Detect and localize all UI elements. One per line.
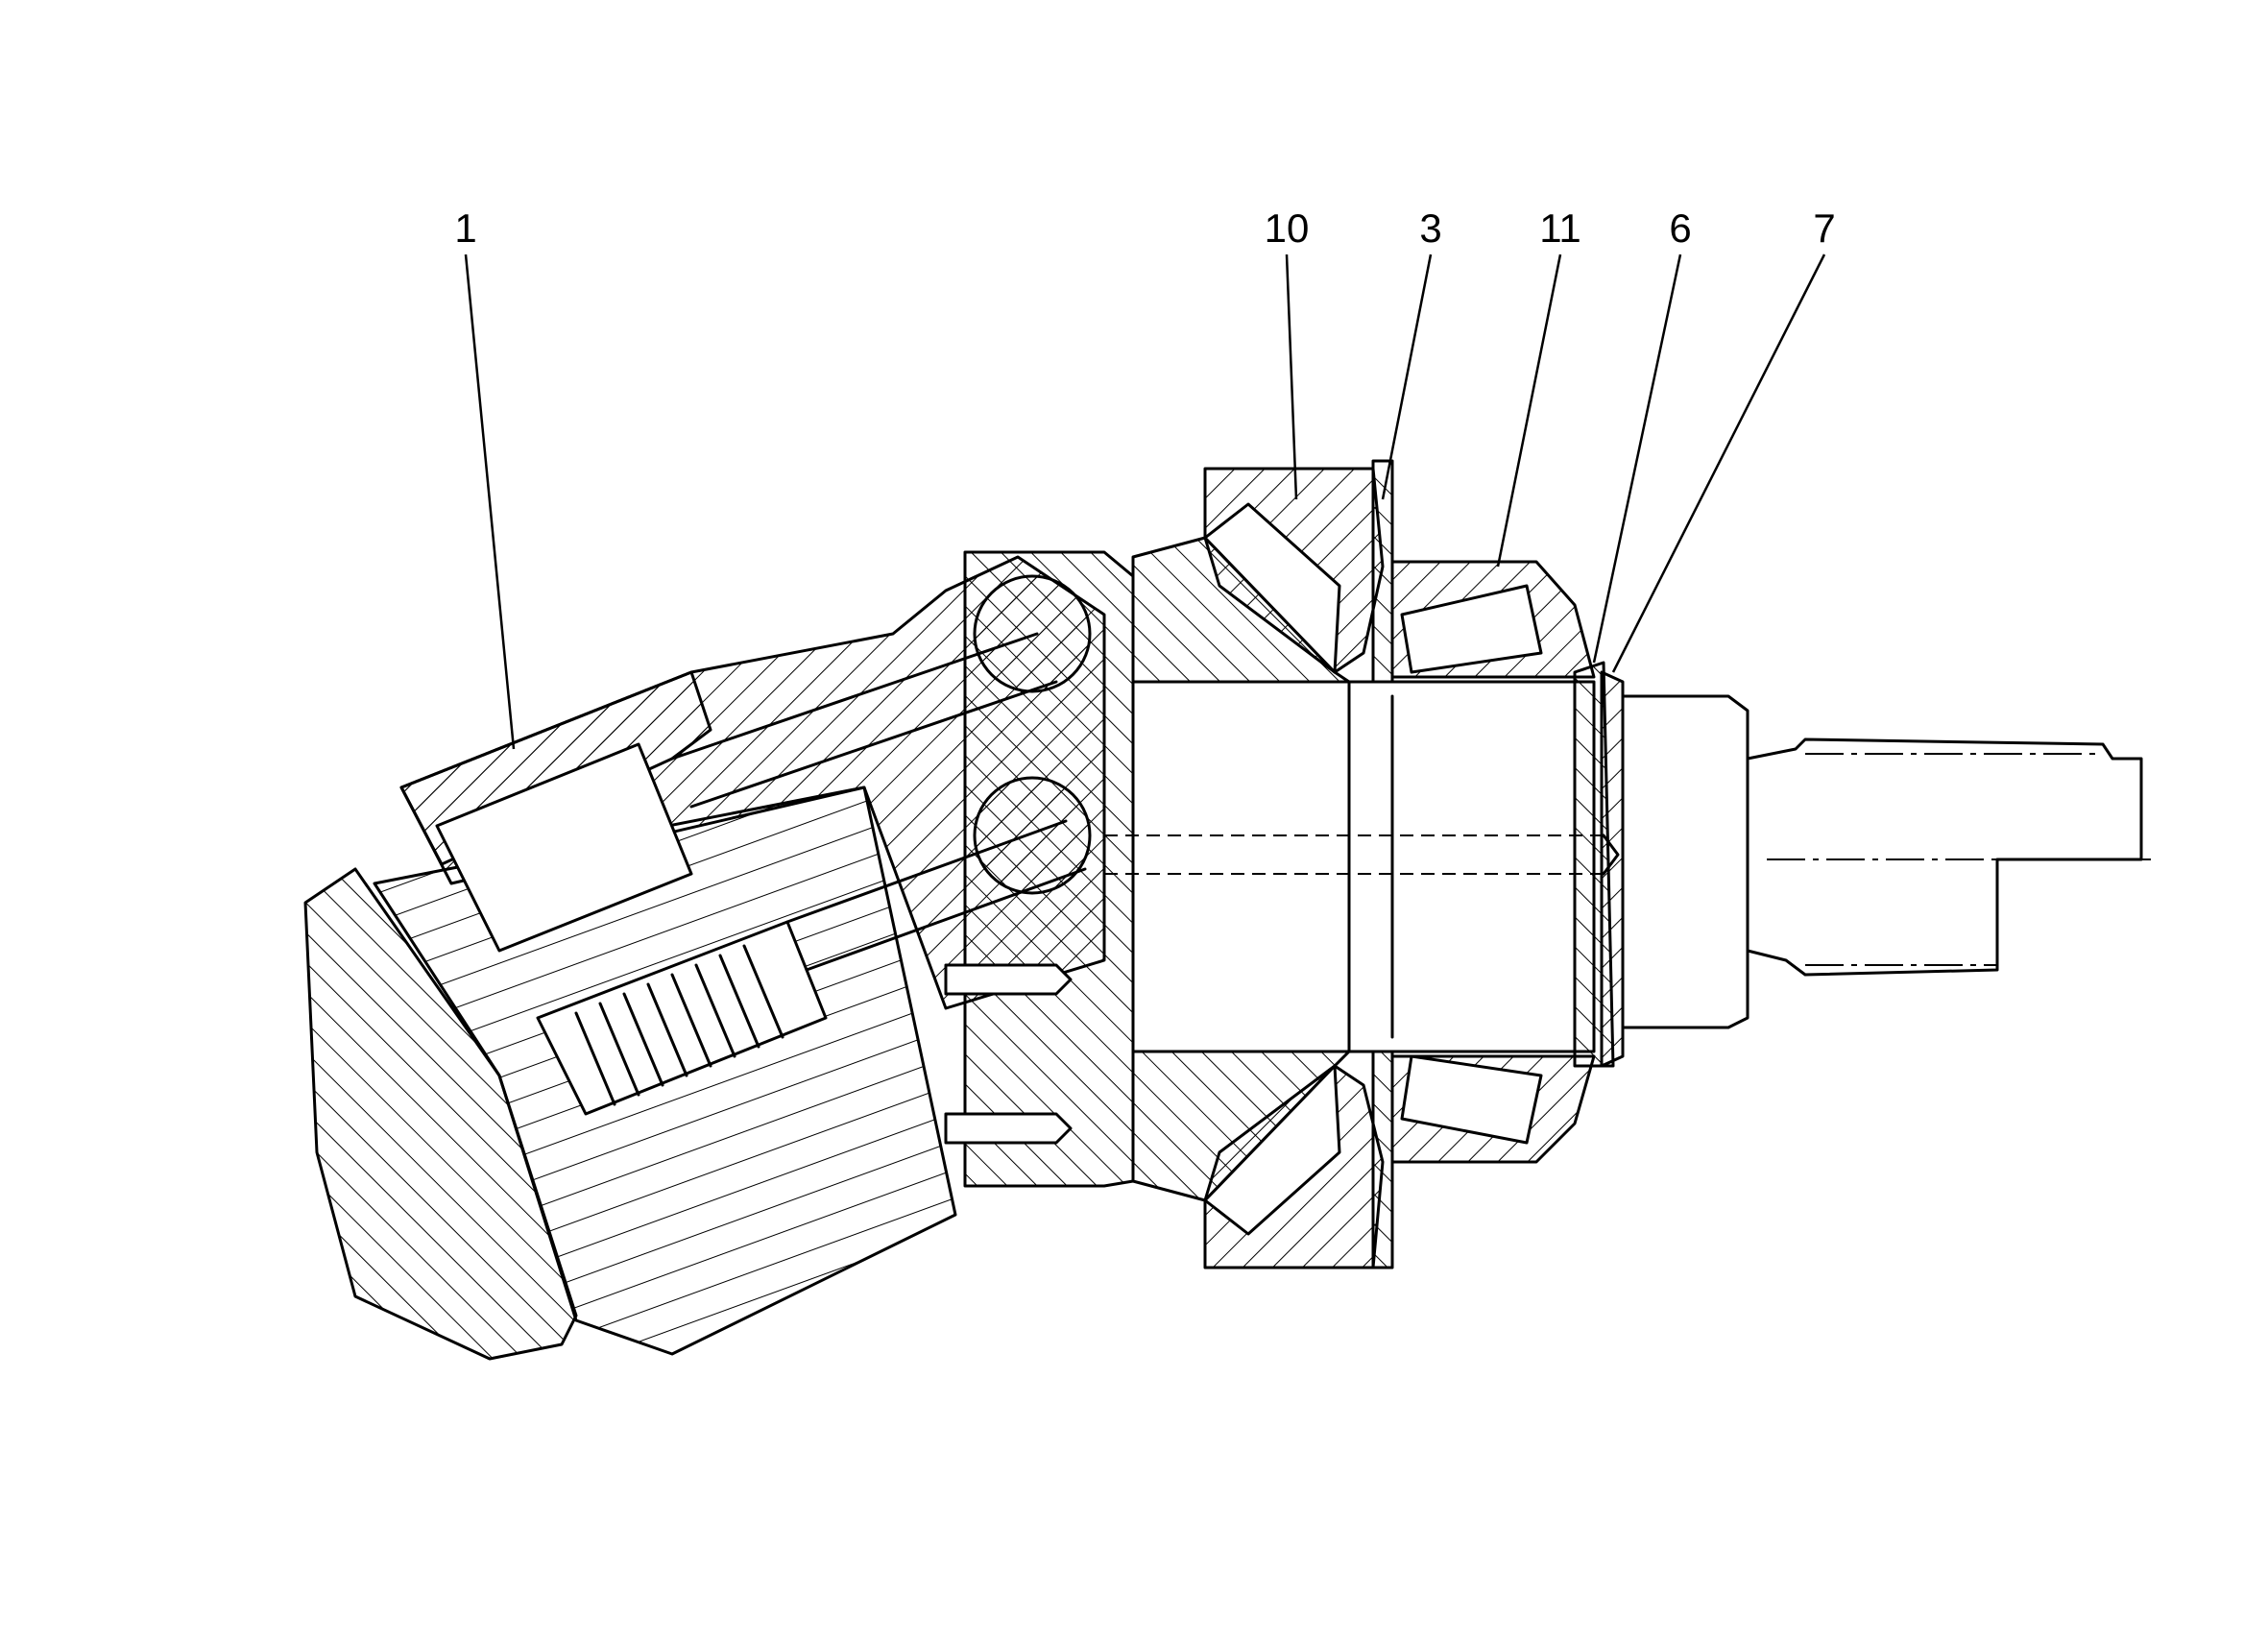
callout-7: 7 (1813, 206, 1835, 251)
callout-1: 1 (454, 206, 476, 251)
callout-6: 6 (1669, 206, 1691, 251)
leader-7 (1611, 254, 1826, 673)
spring (574, 944, 784, 1106)
leader-10 (1285, 254, 1298, 500)
callouts: 1 10 3 11 6 7 (454, 206, 1835, 251)
callout-10: 10 (1265, 206, 1310, 251)
leader-3 (1381, 254, 1433, 500)
drive-flange (944, 550, 1135, 1188)
bearing-housing (1104, 459, 2151, 1269)
leader-1 (464, 254, 516, 750)
leader-11 (1496, 254, 1562, 568)
cylinder-block (303, 555, 1106, 1361)
callout-3: 3 (1419, 206, 1441, 251)
callout-11: 11 (1539, 206, 1581, 251)
leader-6 (1592, 254, 1682, 664)
leader-lines (464, 254, 1826, 750)
